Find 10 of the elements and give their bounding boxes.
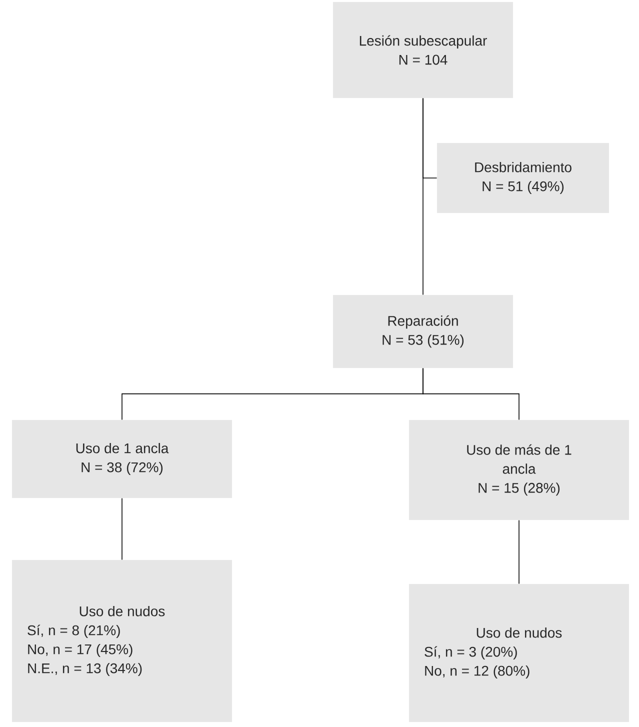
process-box: Desbridamiento N = 51 (49%): [437, 143, 609, 213]
process-box: Uso de más de 1 ancla N = 15 (28%): [409, 420, 629, 520]
process-box: Uso de 1 ancla N = 38 (72%): [12, 420, 232, 498]
connector-line: [422, 368, 520, 420]
process-box: Reparación N = 53 (51%): [333, 295, 513, 368]
process-box: Lesión subescapular N = 104: [333, 2, 513, 98]
process-box: Uso de nudos Sí, n = 8 (21%) No, n = 17 (45%) N.E., n = 13 (34%): [12, 560, 232, 722]
process-box: Uso de nudos Sí, n = 3 (20%) No, n = 12 (80%): [409, 584, 629, 722]
connector-line: [422, 98, 424, 296]
connector-line: [518, 520, 520, 584]
